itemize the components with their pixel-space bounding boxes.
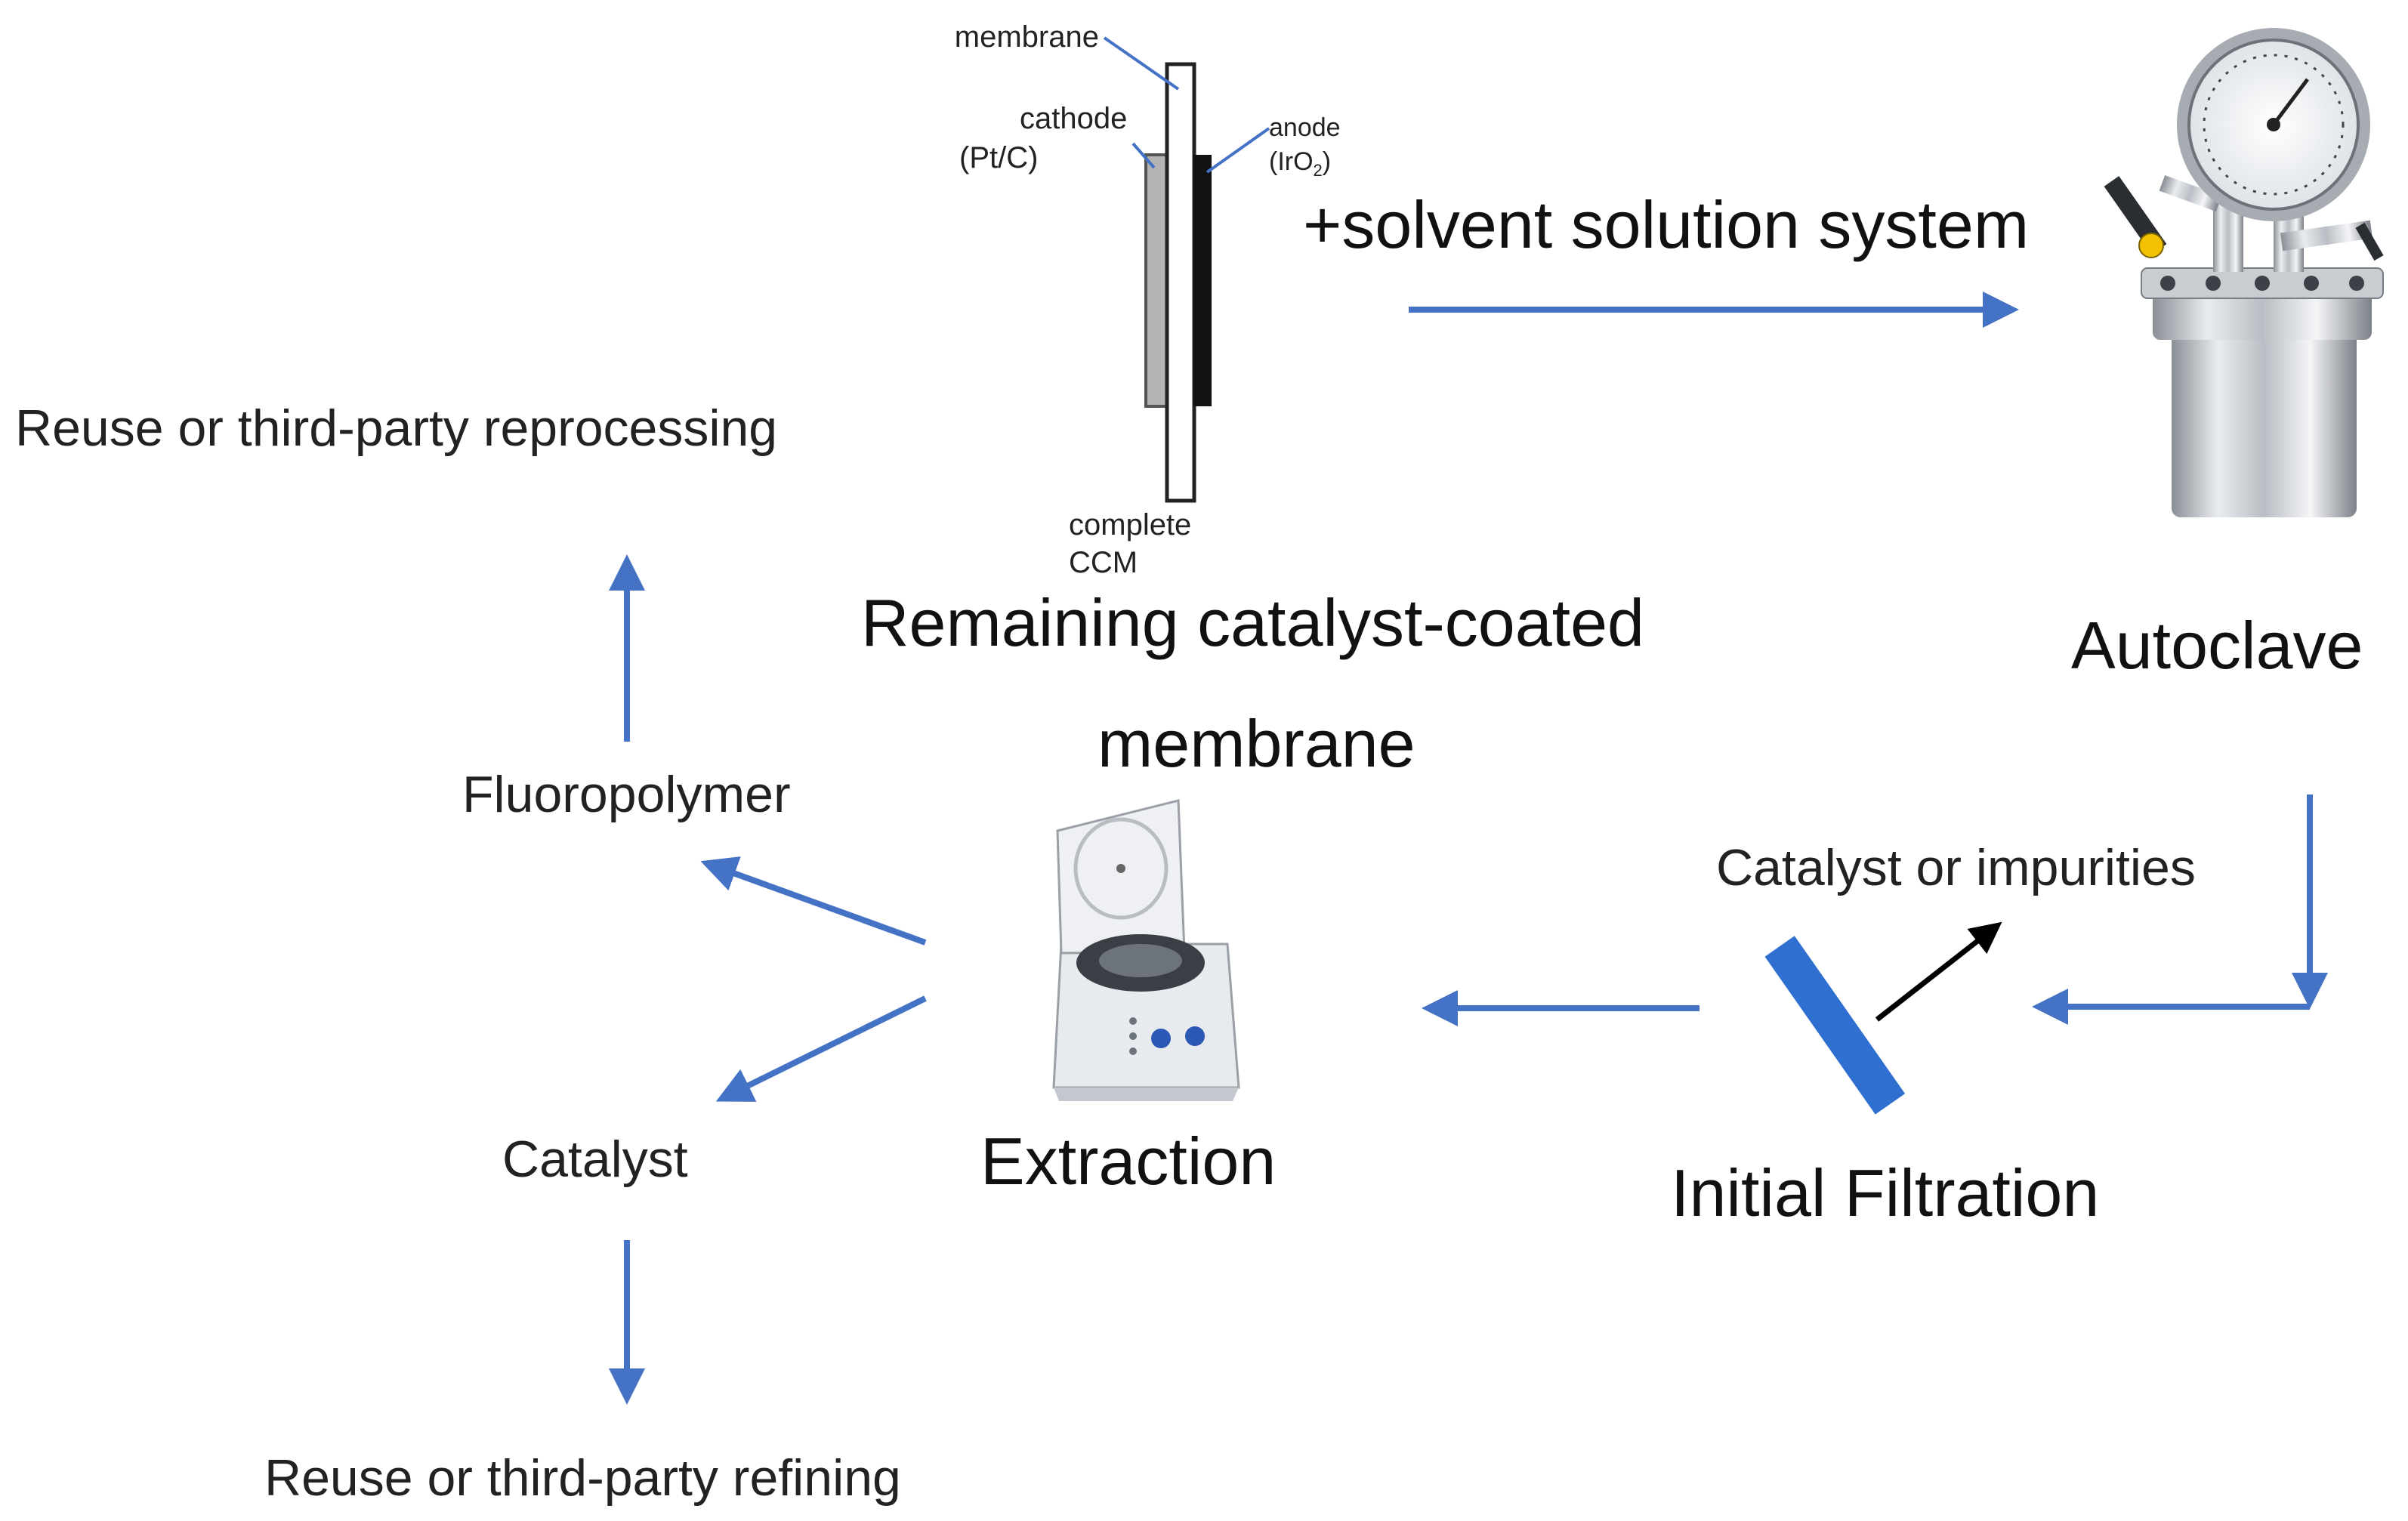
initial-filtration-label: Initial Filtration: [1671, 1155, 2099, 1230]
ccm-schematic: membrane cathode (Pt/C) anode (IrO2) com…: [955, 20, 1341, 579]
anode-layer: [1193, 155, 1212, 406]
catalyst-label: Catalyst: [502, 1131, 688, 1188]
reuse-refining-label: Reuse or third-party refining: [264, 1449, 901, 1507]
cathode-callout: cathode: [1020, 102, 1127, 135]
to-catalyst-arrow: [715, 995, 927, 1102]
ccm-callout: CCM: [1069, 546, 1138, 579]
solvent-label: +solvent solution system: [1303, 187, 2029, 262]
reuse-reprocessing-label: Reuse or third-party reprocessing: [15, 400, 777, 457]
fluoropolymer-label: Fluoropolymer: [462, 766, 791, 823]
impurity-arrow: [1875, 921, 2002, 1022]
to-fluoropolymer-arrow: [700, 856, 927, 946]
autoclave-image: [2104, 28, 2384, 517]
cathode-layer: [1144, 153, 1170, 408]
centrifuge-image: [1052, 799, 1240, 1101]
membrane-layer: [1165, 62, 1196, 503]
cathode-material-callout: (Pt/C): [959, 141, 1038, 174]
catalyst-impurities-label: Catalyst or impurities: [1716, 839, 2196, 896]
anode-callout: anode: [1269, 113, 1341, 142]
membrane-callout: membrane: [955, 20, 1099, 54]
autoclave-label: Autoclave: [2071, 608, 2363, 683]
remaining-ccm-title: Remaining catalyst-coated: [861, 585, 1644, 660]
complete-callout: complete: [1069, 508, 1191, 541]
extraction-label: Extraction: [980, 1124, 1276, 1199]
anode-material-callout: (IrO2): [1269, 147, 1331, 180]
filter-icon: [1764, 936, 1906, 1115]
remaining-ccm-title-line2: membrane: [1097, 706, 1415, 781]
